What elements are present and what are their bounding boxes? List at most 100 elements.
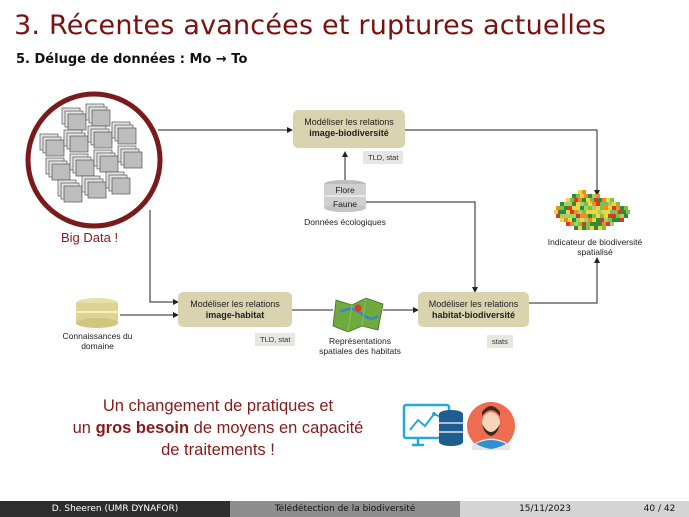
data-cube xyxy=(63,185,83,203)
map-pixel xyxy=(606,222,610,226)
map-pixel xyxy=(620,206,624,210)
map-pixel xyxy=(572,202,576,206)
map-pixel xyxy=(562,210,566,214)
box-image-biodiversity-line2: image-biodiversité xyxy=(309,128,389,138)
map-pixel xyxy=(612,202,616,206)
map-pixel xyxy=(612,206,616,210)
map-pixel xyxy=(586,222,590,226)
connaissances-line1: Connaissances du xyxy=(62,331,133,341)
map-pixel xyxy=(556,214,560,218)
map-pixel xyxy=(592,206,596,210)
map-pixel xyxy=(580,194,584,198)
map-pixel xyxy=(578,198,582,202)
map-pixel xyxy=(584,214,588,218)
box-habitat-biodiversity: Modéliser les relations habitat-biodiver… xyxy=(418,292,529,327)
map-pixel xyxy=(582,222,586,226)
footer-bar: D. Sheeren (UMR DYNAFOR) Télédétection d… xyxy=(0,501,689,517)
map-pixel xyxy=(588,218,592,222)
dashboard-icon xyxy=(402,403,463,447)
map-pixel xyxy=(566,198,570,202)
map-pixel xyxy=(574,198,578,202)
big-data-label: Big Data ! xyxy=(61,230,119,245)
map-pixel xyxy=(596,194,600,198)
map-pixel xyxy=(594,226,598,230)
map-pixel xyxy=(576,206,580,210)
habitat-map-icon xyxy=(332,297,384,333)
data-cube xyxy=(69,135,89,153)
data-cube xyxy=(67,113,87,131)
map-pixel xyxy=(614,210,618,214)
map-pixel xyxy=(568,206,572,210)
map-pixel xyxy=(576,214,580,218)
box-image-habitat: Modéliser les relations image-habitat xyxy=(178,292,292,327)
map-pixel xyxy=(604,218,608,222)
map-pixel xyxy=(570,222,574,226)
map-pixel xyxy=(600,202,604,206)
map-pixel xyxy=(596,206,600,210)
map-pixel xyxy=(558,210,562,214)
map-pixel xyxy=(576,194,580,198)
map-pixel xyxy=(570,210,574,214)
data-cubes xyxy=(39,103,143,203)
db-flore-label: Flore xyxy=(335,185,355,195)
map-pixel xyxy=(602,210,606,214)
map-pixel xyxy=(610,222,614,226)
map-pixel xyxy=(602,198,606,202)
map-pixel xyxy=(592,218,596,222)
tag-tld-stat-top: TLD, stat xyxy=(363,151,404,164)
map-pixel xyxy=(584,206,588,210)
map-pixel xyxy=(566,222,570,226)
map-pixel xyxy=(598,210,602,214)
map-pixel xyxy=(598,226,602,230)
data-cube xyxy=(117,127,137,145)
map-pixel xyxy=(608,206,612,210)
map-pixel xyxy=(624,206,628,210)
map-pixel xyxy=(612,218,616,222)
box-image-biodiversity-line1: Modéliser les relations xyxy=(304,117,394,127)
map-pixel xyxy=(582,190,586,194)
box-habitat-biodiversity-line2: habitat-biodiversité xyxy=(431,310,515,320)
data-cube xyxy=(75,159,95,177)
indicateur-line1: Indicateur de biodiversité xyxy=(547,237,643,247)
map-pixel xyxy=(556,206,560,210)
map-pixel xyxy=(598,198,602,202)
map-pixel xyxy=(588,202,592,206)
indicateur-line2: spatialisé xyxy=(577,247,613,257)
avatar-icon xyxy=(467,402,515,450)
map-pixel xyxy=(560,214,564,218)
map-pixel xyxy=(616,206,620,210)
message-line2: un gros besoin de moyens en capacité xyxy=(60,417,376,439)
map-pixel xyxy=(568,214,572,218)
map-pixel xyxy=(582,226,586,230)
map-pixel xyxy=(608,214,612,218)
map-pixel xyxy=(594,210,598,214)
map-pixel xyxy=(574,222,578,226)
representations-line1: Représentations xyxy=(329,336,391,346)
map-pixel xyxy=(620,218,624,222)
map-pixel xyxy=(574,226,578,230)
slide-title: 3. Récentes avancées et ruptures actuell… xyxy=(14,10,607,41)
data-cube xyxy=(99,155,119,173)
footer-page: 40 / 42 xyxy=(630,501,689,517)
map-pixel xyxy=(560,206,564,210)
map-pixel xyxy=(590,210,594,214)
map-pixel xyxy=(578,210,582,214)
map-pixel xyxy=(596,202,600,206)
message-line2-post: de moyens en capacité xyxy=(189,419,364,437)
map-pixel xyxy=(564,214,568,218)
map-pixel xyxy=(624,214,628,218)
box-habitat-biodiversity-line1: Modéliser les relations xyxy=(428,299,519,309)
map-pixel xyxy=(582,198,586,202)
tag-tld-stat-mid: TLD, stat xyxy=(255,333,296,346)
map-pixel xyxy=(618,210,622,214)
map-pixel xyxy=(584,218,588,222)
footer-course: Télédétection de la biodiversité xyxy=(230,501,460,517)
map-pixel xyxy=(616,218,620,222)
map-pixel xyxy=(594,198,598,202)
map-pixel xyxy=(608,202,612,206)
indicateur-label: Indicateur de biodiversité spatialisé xyxy=(535,237,655,257)
map-pixel xyxy=(584,194,588,198)
map-pixel xyxy=(604,214,608,218)
map-pixel xyxy=(588,206,592,210)
map-pixel xyxy=(610,198,614,202)
